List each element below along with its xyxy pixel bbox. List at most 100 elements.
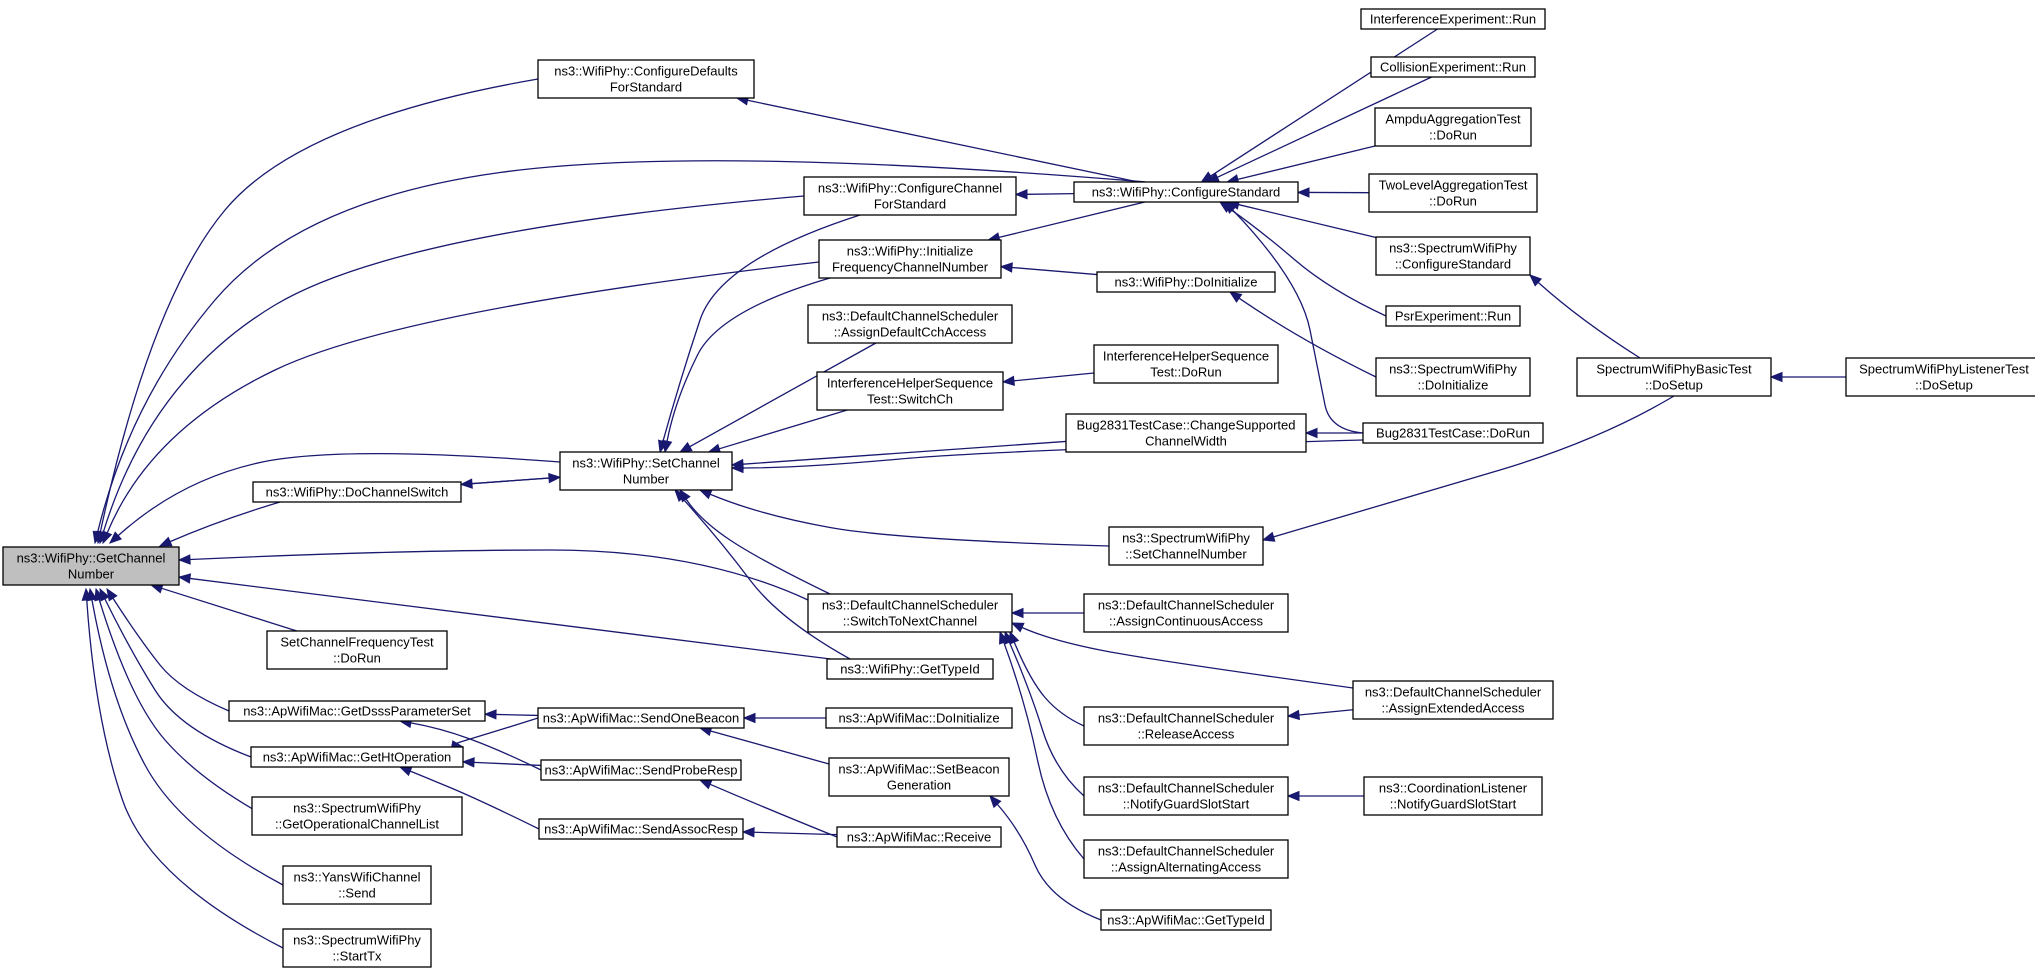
- node-gettypeid[interactable]: ns3::WifiPhy::GetTypeId: [826, 658, 994, 680]
- arrowhead-icon: [177, 573, 192, 584]
- node-switchnext[interactable]: ns3::DefaultChannelScheduler::SwitchToNe…: [807, 593, 1013, 633]
- node-specsetch[interactable]: ns3::SpectrumWifiPhy::SetChannelNumber: [1108, 526, 1264, 566]
- node-assigncont[interactable]: ns3::DefaultChannelScheduler::AssignCont…: [1083, 593, 1289, 633]
- node-bugchange[interactable]: Bug2831TestCase::ChangeSupportedChannelW…: [1065, 413, 1307, 453]
- call-edges: [81, 28, 1846, 949]
- node-apinit[interactable]: ns3::ApWifiMac::DoInitialize: [825, 707, 1013, 729]
- node-label: Number: [623, 472, 670, 487]
- node-label: ns3::WifiPhy::ConfigureStandard: [1092, 185, 1281, 200]
- node-box: [2, 546, 180, 586]
- edge-line: [1238, 203, 1377, 239]
- arrowhead-icon: [698, 489, 713, 500]
- node-coordnotify[interactable]: ns3::CoordinationListener::NotifyGuardSl…: [1363, 776, 1543, 816]
- call-edge-specsetch-to-setchannel: [698, 489, 1110, 547]
- node-sfreqtest[interactable]: SetChannelFrequencyTest::DoRun: [266, 630, 448, 670]
- node-specinit[interactable]: ns3::SpectrumWifiPhy::DoInitialize: [1375, 357, 1531, 397]
- node-label: ::DoSetup: [1915, 378, 1973, 393]
- node-box: [1108, 526, 1264, 566]
- node-label: ns3::SpectrumWifiPhy: [1389, 241, 1517, 256]
- call-edge-bugdorun-to-bugchange: [1304, 427, 1363, 439]
- node-box: [540, 759, 742, 781]
- node-macgettypeid[interactable]: ns3::ApWifiMac::GetTypeId: [1100, 909, 1272, 931]
- arrowhead-icon: [989, 795, 1002, 809]
- call-edge-cfgstandard-to-cfgchannel: [1014, 189, 1075, 200]
- node-cfgchannel[interactable]: ns3::WifiPhy::ConfigureChannelForStandar…: [803, 176, 1017, 216]
- node-ampdu[interactable]: AmpduAggregationTest::DoRun: [1374, 107, 1532, 147]
- node-assignext[interactable]: ns3::DefaultChannelScheduler::AssignExte…: [1352, 680, 1554, 720]
- node-label: SpectrumWifiPhyBasicTest: [1596, 362, 1752, 377]
- node-label: ::NotifyGuardSlotStart: [1390, 797, 1517, 812]
- node-sendprobe[interactable]: ns3::ApWifiMac::SendProbeResp: [540, 759, 742, 781]
- node-label: ns3::DefaultChannelScheduler: [1098, 781, 1275, 796]
- node-label: InterferenceExperiment::Run: [1370, 12, 1536, 27]
- node-box: [816, 371, 1004, 411]
- call-edge-gettypeid-to-setchannel: [674, 489, 851, 660]
- node-twolevel[interactable]: TwoLevelAggregationTest::DoRun: [1368, 173, 1538, 213]
- node-initfreq[interactable]: ns3::WifiPhy::InitializeFrequencyChannel…: [818, 239, 1002, 279]
- node-basicsetup[interactable]: SpectrumWifiPhyBasicTest::DoSetup: [1576, 357, 1772, 397]
- node-phyinit[interactable]: ns3::WifiPhy::DoInitialize: [1096, 271, 1276, 293]
- node-box: [1375, 236, 1531, 276]
- node-getdsss[interactable]: ns3::ApWifiMac::GetDsssParameterSet: [228, 700, 486, 722]
- node-sendbeacon[interactable]: ns3::ApWifiMac::SendOneBeacon: [537, 707, 745, 729]
- node-assignalt[interactable]: ns3::DefaultChannelScheduler::AssignAlte…: [1083, 839, 1289, 879]
- arrowhead-icon: [548, 472, 562, 484]
- arrowhead-icon: [158, 536, 173, 547]
- arrowhead-icon: [1286, 790, 1300, 802]
- node-label: ::ReleaseAccess: [1138, 727, 1235, 742]
- node-label: FrequencyChannelNumber: [832, 260, 989, 275]
- node-release[interactable]: ns3::DefaultChannelScheduler::ReleaseAcc…: [1083, 706, 1289, 746]
- node-cfgdefaults[interactable]: ns3::WifiPhy::ConfigureDefaultsForStanda…: [537, 59, 755, 99]
- edge-line: [91, 599, 284, 886]
- node-box: [1370, 56, 1536, 78]
- node-interfrun[interactable]: InterferenceExperiment::Run: [1360, 8, 1546, 30]
- node-box: [537, 707, 745, 729]
- node-label: ns3::ApWifiMac::SendOneBeacon: [543, 711, 740, 726]
- edge-line: [409, 770, 540, 830]
- node-bugdorun[interactable]: Bug2831TestCase::DoRun: [1362, 422, 1544, 444]
- edge-line: [1238, 297, 1377, 378]
- call-edge-bugchange-to-setchannel: [730, 440, 1067, 470]
- edge-line: [709, 783, 838, 838]
- node-speccfg[interactable]: ns3::SpectrumWifiPhy::ConfigureStandard: [1375, 236, 1531, 276]
- arrowhead-icon: [1286, 709, 1300, 721]
- node-label: ns3::WifiPhy::DoChannelSwitch: [266, 485, 449, 500]
- arrowhead-icon: [698, 779, 713, 790]
- call-edge-setchannel-to-root: [109, 452, 561, 544]
- node-label: ns3::SpectrumWifiPhy: [1122, 531, 1250, 546]
- node-box: [1385, 305, 1521, 327]
- node-psrrun[interactable]: PsrExperiment::Run: [1385, 305, 1521, 327]
- call-edge-release-to-switchnext: [1009, 630, 1085, 727]
- node-starttx[interactable]: ns3::SpectrumWifiPhy::StartTx: [282, 928, 432, 968]
- call-edge-getopchan-to-root: [94, 587, 266, 817]
- node-box: [1083, 706, 1289, 746]
- arrowhead-icon: [742, 712, 756, 724]
- call-edge-basicsetup-to-speccfg: [1529, 274, 1641, 359]
- call-edge-sendprobe-to-getht: [461, 757, 542, 768]
- node-yanssend[interactable]: ns3::YansWifiChannel::Send: [282, 865, 432, 905]
- node-box: [251, 796, 463, 836]
- node-sendassoc[interactable]: ns3::ApWifiMac::SendAssocResp: [538, 818, 744, 840]
- node-dochswitch[interactable]: ns3::WifiPhy::DoChannelSwitch: [252, 481, 462, 503]
- arrowhead-icon: [674, 489, 687, 503]
- node-label: ::StartTx: [332, 949, 382, 964]
- node-getopchan[interactable]: ns3::SpectrumWifiPhy::GetOperationalChan…: [251, 796, 463, 836]
- edge-line: [709, 493, 1110, 547]
- node-label: ns3::WifiPhy::GetChannel: [17, 551, 166, 566]
- node-collrun[interactable]: CollisionExperiment::Run: [1370, 56, 1536, 78]
- node-getht[interactable]: ns3::ApWifiMac::GetHtOperation: [250, 746, 464, 768]
- arrowhead-icon: [662, 439, 673, 454]
- node-assigncch[interactable]: ns3::DefaultChannelScheduler::AssignDefa…: [807, 304, 1013, 344]
- node-label: ::AssignDefaultCchAccess: [834, 325, 987, 340]
- node-notifyguard[interactable]: ns3::DefaultChannelScheduler::NotifyGuar…: [1083, 776, 1289, 816]
- node-setchannel[interactable]: ns3::WifiPhy::SetChannelNumber: [559, 451, 733, 491]
- node-listenersetup[interactable]: SpectrumWifiPhyListenerTest::DoSetup: [1845, 357, 2035, 397]
- node-label: ns3::ApWifiMac::GetTypeId: [1107, 913, 1265, 928]
- node-cfgstandard[interactable]: ns3::WifiPhy::ConfigureStandard: [1073, 181, 1299, 203]
- node-receive[interactable]: ns3::ApWifiMac::Receive: [836, 826, 1002, 848]
- arrowhead-icon: [102, 530, 113, 545]
